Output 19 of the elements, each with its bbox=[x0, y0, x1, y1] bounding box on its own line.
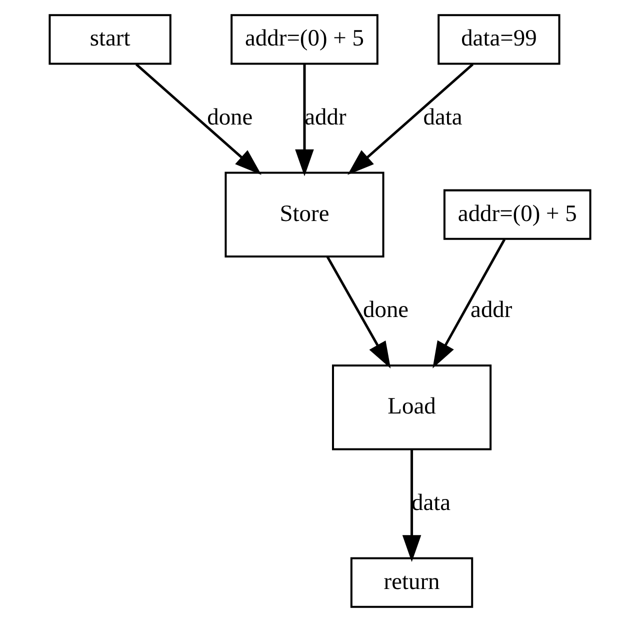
node-box: Load bbox=[332, 364, 492, 450]
arrow bbox=[432, 238, 506, 368]
edge-label: done bbox=[207, 104, 253, 130]
node-box: start bbox=[48, 14, 172, 65]
node-box: Store bbox=[224, 172, 384, 258]
arrow bbox=[326, 256, 391, 368]
node-box: return bbox=[350, 557, 474, 608]
arrow bbox=[402, 449, 422, 562]
edge-label: data bbox=[412, 490, 451, 516]
edge-label: addr bbox=[304, 104, 346, 130]
arrow bbox=[348, 63, 474, 175]
edge-label: done bbox=[362, 297, 409, 324]
arrow bbox=[295, 64, 314, 176]
node-box: addr=(0) + 5 bbox=[230, 14, 378, 65]
node-box: addr=(0) + 5 bbox=[443, 189, 592, 240]
edge-label: data bbox=[423, 104, 462, 130]
arrow bbox=[135, 63, 262, 175]
edge-label: addr bbox=[470, 297, 512, 324]
node-box: data=99 bbox=[438, 14, 560, 65]
